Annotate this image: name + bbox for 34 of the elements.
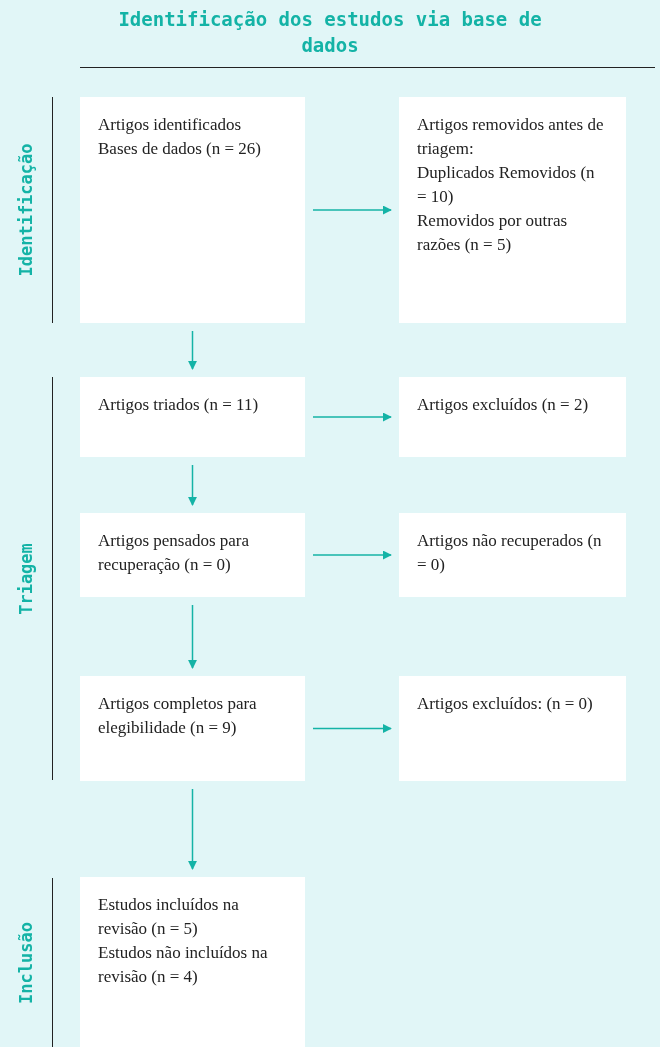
- arrow: [188, 464, 197, 506]
- box-text: Artigos identificados: [98, 114, 243, 136]
- phase-label: Triagem: [16, 542, 36, 615]
- box-text: Estudos incluídos na revisão (n = 5): [98, 894, 240, 940]
- box-text: Artigos excluídos (n = 2): [417, 394, 590, 416]
- arrow: [312, 412, 392, 422]
- title: Identificação dos estudos via base de dados: [117, 7, 543, 58]
- phase-label: Identificação: [16, 143, 36, 277]
- process-box: [80, 676, 305, 781]
- box-text: Artigos não recuperados (n = 0): [417, 530, 603, 576]
- process-box: [80, 513, 305, 597]
- arrow: [188, 330, 197, 370]
- box-text: Artigos completos para elegibilidade (n = 9): [98, 693, 258, 739]
- process-box: [80, 97, 305, 323]
- arrow: [312, 550, 392, 560]
- process-box: [80, 877, 305, 1047]
- arrow: [312, 724, 392, 733]
- box-text: Artigos excluídos: (n = 0): [417, 693, 594, 715]
- box-text: Artigos removidos antes de triagem:: [417, 114, 605, 160]
- process-box: [80, 377, 305, 457]
- arrow: [188, 788, 197, 870]
- process-box: [399, 513, 626, 597]
- box-text: Estudos não incluídos na revisão (n = 4): [98, 942, 269, 988]
- process-box: [399, 676, 626, 781]
- box-text: Artigos pensados para recuperação (n = 0): [98, 530, 251, 576]
- arrow: [312, 205, 392, 215]
- box-text: Artigos triados (n = 11): [98, 394, 260, 416]
- arrow: [188, 604, 197, 669]
- phase-label: Inclusão: [16, 921, 36, 1004]
- process-box: [399, 377, 626, 457]
- process-box: [399, 97, 626, 323]
- box-text: Bases de dados (n = 26): [98, 138, 263, 160]
- box-text: Duplicados Removidos (n = 10): [417, 162, 596, 208]
- box-text: Removidos por outras razões (n = 5): [417, 210, 569, 256]
